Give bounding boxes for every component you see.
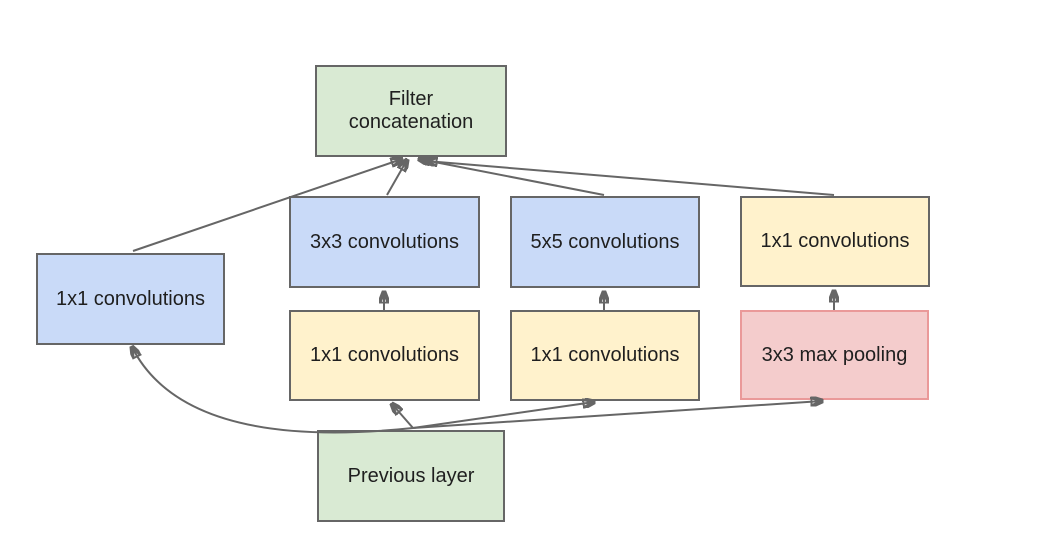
edge-3x3-to-filter-concat: [386, 160, 407, 196]
node-1x1-convolutions-mid-left-label: 1x1 convolutions: [310, 344, 459, 366]
edge-1x1-right-to-filter-concat: [426, 161, 835, 196]
node-1x1-convolutions-right-label: 1x1 convolutions: [760, 230, 910, 252]
node-1x1-convolutions-right: 1x1 convolutions: [740, 196, 930, 287]
node-previous-layer: Previous layer: [317, 430, 505, 522]
edge-previous-layer-to-1x1-mid-right: [412, 402, 594, 429]
node-1x1-convolutions-mid-right-label: 1x1 convolutions: [530, 344, 680, 366]
edge-previous-layer-to-1x1-mid-left: [392, 404, 414, 429]
node-1x1-convolutions-mid-left: 1x1 convolutions: [289, 310, 480, 401]
edge-5x5-to-filter-concat: [419, 159, 605, 196]
node-3x3-convolutions-label: 3x3 convolutions: [310, 230, 459, 253]
node-1x1-convolutions-left: 1x1 convolutions: [36, 253, 225, 345]
node-3x3-max-pooling: 3x3 max pooling: [740, 310, 929, 400]
node-previous-layer-label: Previous layer: [347, 464, 475, 487]
node-filter-concatenation-label: Filter concatenation: [348, 88, 474, 133]
node-filter-concatenation: Filter concatenation: [315, 65, 507, 157]
node-5x5-convolutions: 5x5 convolutions: [510, 196, 700, 288]
edge-previous-layer-to-max-pooling: [412, 401, 822, 429]
node-1x1-convolutions-mid-right: 1x1 convolutions: [510, 310, 700, 401]
node-1x1-convolutions-left-label: 1x1 convolutions: [56, 287, 205, 310]
node-3x3-convolutions: 3x3 convolutions: [289, 196, 480, 288]
node-5x5-convolutions-label: 5x5 convolutions: [530, 230, 680, 253]
node-3x3-max-pooling-label: 3x3 max pooling: [761, 343, 908, 366]
